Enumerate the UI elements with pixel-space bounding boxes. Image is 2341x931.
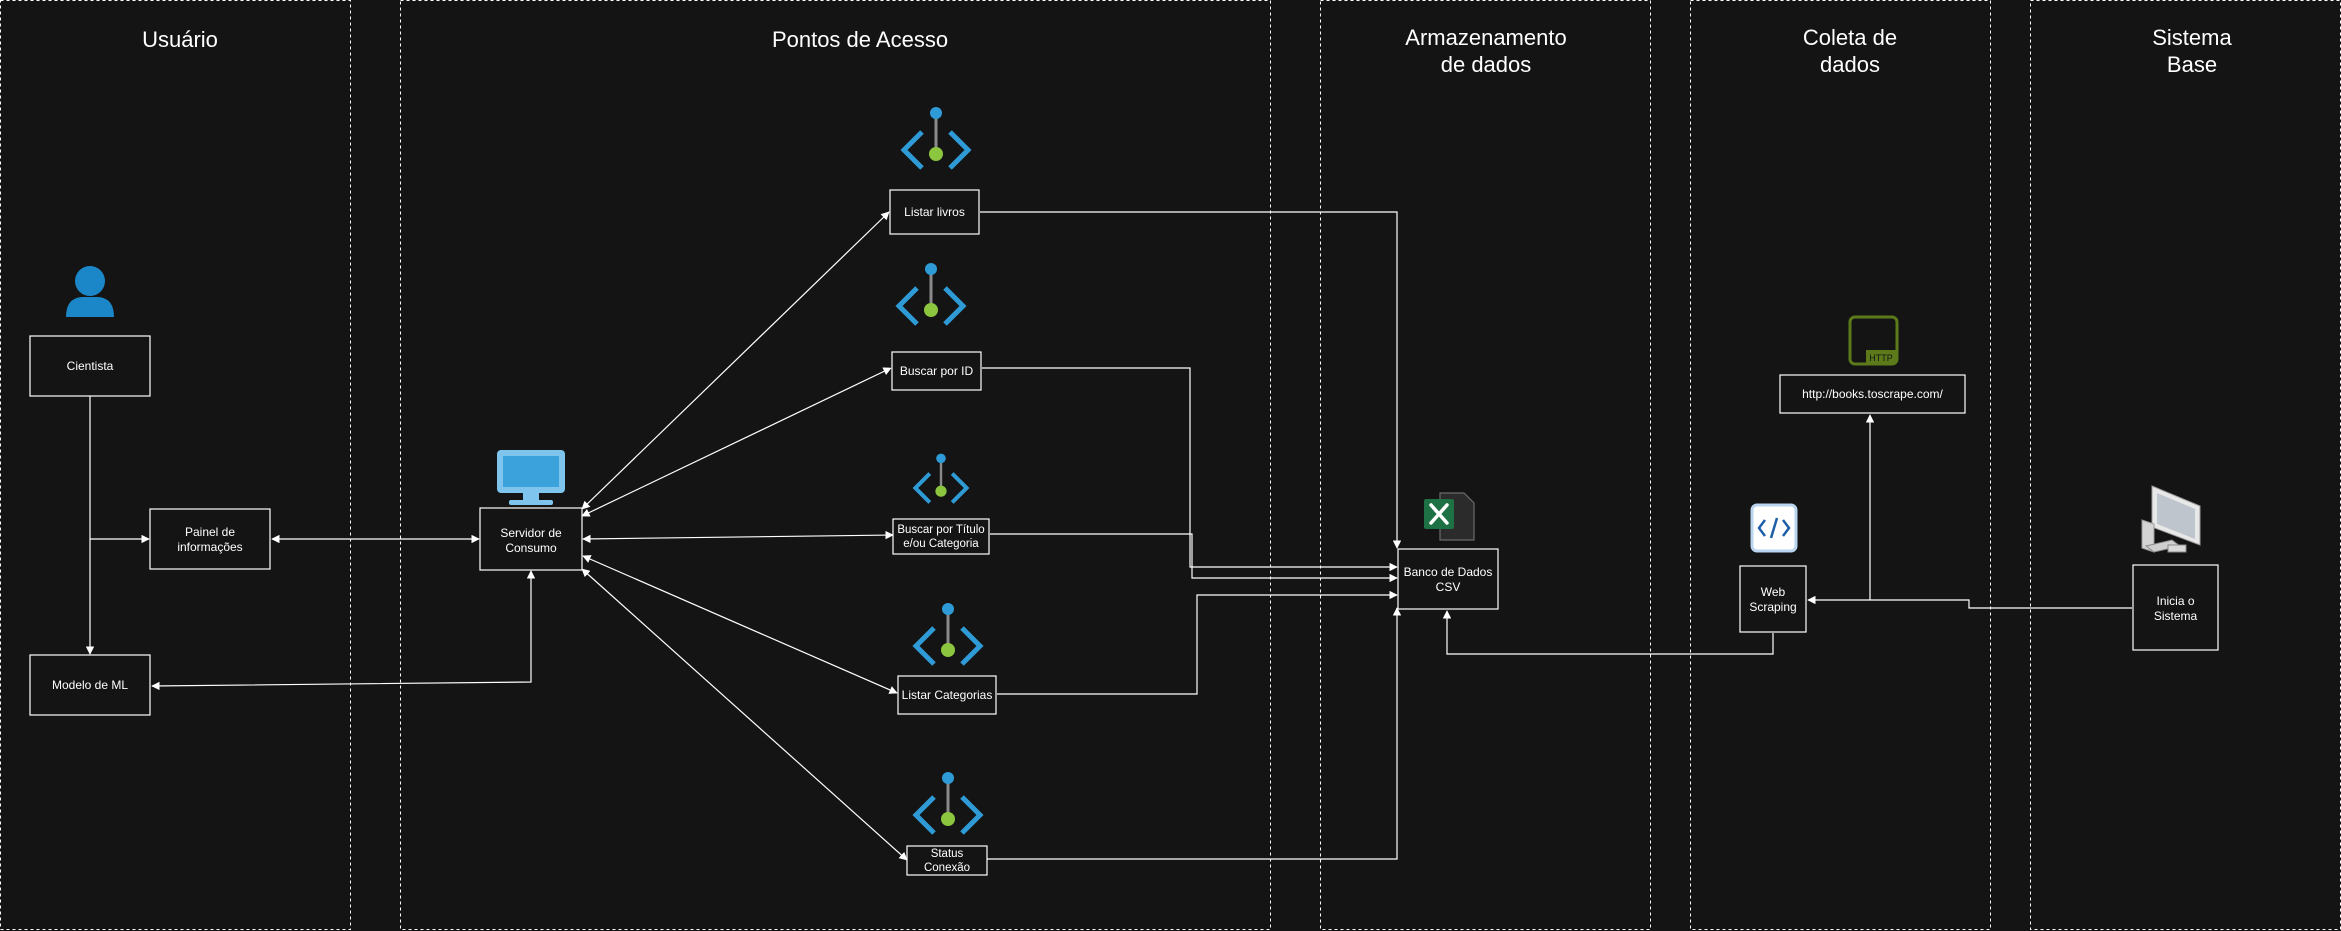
- lane-armazenamento: [1320, 0, 1651, 930]
- edge-servidor-buscar-titulo: [582, 530, 894, 544]
- monitor-icon: [497, 450, 565, 505]
- node-painel-informacoes[interactable]: Painel de informações: [149, 508, 271, 570]
- node-listar-categorias[interactable]: Listar Categorias: [897, 675, 997, 715]
- lane-usuario: [0, 0, 351, 930]
- node-banco-label-1: Banco de Dados: [1404, 565, 1493, 579]
- user-icon: [66, 266, 114, 317]
- node-painel-label-2: informações: [177, 540, 242, 554]
- node-status-label-2: Conexão: [924, 862, 970, 874]
- lane-title-usuario: Usuário: [142, 27, 218, 52]
- lane-sistema-base: [2030, 0, 2341, 930]
- lane-title-coleta-1: Coleta de: [1803, 25, 1897, 50]
- api-endpoint-icon: [912, 453, 970, 504]
- lane-title-coleta-2: dados: [1820, 52, 1880, 77]
- node-cientista-label: Cientista: [67, 359, 114, 373]
- api-endpoint-icon: [912, 772, 984, 835]
- node-buscar-id[interactable]: Buscar por ID: [891, 351, 982, 391]
- node-buscar-id-label: Buscar por ID: [900, 364, 974, 378]
- node-web-scraping-label-2: Scraping: [1749, 600, 1796, 614]
- node-buscar-titulo-categoria[interactable]: Buscar por Título e/ou Categoria: [892, 518, 990, 555]
- edge-servidor-modelo: [151, 570, 536, 691]
- lane-pontos-de-acesso: [400, 0, 1271, 930]
- lane-title-armazenamento-1: Armazenamento: [1405, 25, 1566, 50]
- node-listar-categorias-label: Listar Categorias: [902, 688, 993, 702]
- node-servidor-label-2: Consumo: [505, 541, 557, 555]
- node-painel-label-1: Painel de: [185, 525, 235, 539]
- icons: HTTP: [66, 107, 2201, 835]
- edge-buscar-id-banco: [982, 367, 1398, 572]
- lane-title-armazenamento-2: de dados: [1441, 52, 1532, 77]
- node-buscar-titulo-label-1: Buscar por Título: [897, 524, 984, 536]
- code-file-icon: [1750, 503, 1798, 553]
- node-banco-dados-csv[interactable]: Banco de Dados CSV: [1397, 548, 1499, 610]
- nodes: Cientista Painel de informações Modelo d…: [29, 189, 2219, 876]
- node-cientista[interactable]: Cientista: [29, 335, 151, 397]
- api-endpoint-icon: [900, 107, 972, 170]
- api-endpoint-icon: [895, 263, 967, 326]
- node-url-label: http://books.toscrape.com/: [1802, 387, 1943, 401]
- node-servidor-consumo[interactable]: Servidor de Consumo: [479, 507, 583, 571]
- edge-web-scraping-banco: [1442, 610, 1774, 655]
- node-modelo-ml[interactable]: Modelo de ML: [29, 654, 151, 716]
- http-icon: HTTP: [1848, 315, 1899, 366]
- node-url-books-toscrape[interactable]: http://books.toscrape.com/: [1779, 374, 1966, 414]
- node-listar-livros-label: Listar livros: [904, 205, 965, 219]
- excel-icon: [1424, 492, 1475, 541]
- node-status-label-1: Status: [931, 848, 964, 860]
- edge-servidor-listar-livros: [581, 211, 890, 510]
- node-web-scraping[interactable]: Web Scraping: [1739, 565, 1807, 633]
- lane-title-sistema-1: Sistema: [2152, 25, 2232, 50]
- desktop-computer-icon: [2141, 485, 2201, 553]
- lane-title-sistema-2: Base: [2167, 52, 2217, 77]
- node-banco-label-2: CSV: [1436, 580, 1461, 594]
- node-buscar-titulo-label-2: e/ou Categoria: [903, 538, 979, 550]
- edge-buscar-titulo-banco: [990, 533, 1398, 583]
- node-listar-livros[interactable]: Listar livros: [889, 189, 980, 235]
- node-inicia-label-1: Inicia o: [2156, 594, 2194, 608]
- edge-listar-livros-banco: [980, 211, 1402, 549]
- lane-title-pontos: Pontos de Acesso: [772, 27, 948, 52]
- node-status-conexao[interactable]: Status Conexão: [906, 845, 988, 876]
- node-servidor-label-1: Servidor de: [500, 526, 562, 540]
- node-modelo-ml-label: Modelo de ML: [52, 678, 128, 692]
- edge-status-banco: [987, 607, 1402, 860]
- node-inicia-sistema[interactable]: Inicia o Sistema: [2132, 564, 2219, 651]
- edge-servidor-status: [581, 568, 908, 861]
- edge-inicia-web-scraping: [1807, 595, 2132, 609]
- edge-listar-categorias-banco: [997, 590, 1398, 695]
- edges: [85, 211, 2132, 861]
- lane-coleta: [1690, 0, 1991, 930]
- node-inicia-label-2: Sistema: [2154, 609, 2198, 623]
- edge-servidor-listar-categorias: [582, 555, 898, 694]
- edge-servidor-buscar-id: [581, 367, 892, 517]
- http-icon-text: HTTP: [1869, 353, 1893, 363]
- api-endpoint-icon: [912, 603, 984, 666]
- node-web-scraping-label-1: Web: [1761, 585, 1786, 599]
